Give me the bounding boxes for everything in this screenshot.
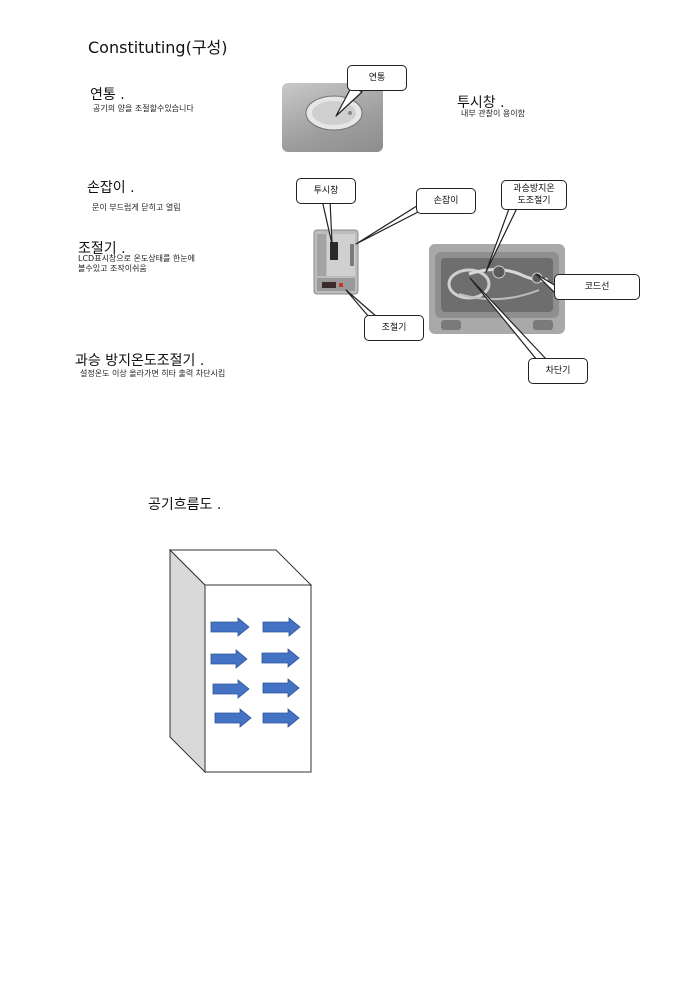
vent-photo <box>282 83 383 152</box>
airflow-arrows <box>210 617 301 728</box>
airflow-arrow <box>261 648 300 668</box>
controller-desc-1: LCD표시창으로 온도상태를 한눈에 <box>78 254 195 263</box>
cabinet-side-face <box>169 548 206 774</box>
airflow-arrow <box>210 617 250 637</box>
callout-overheat-line1: 과승방지온 <box>513 184 555 194</box>
overheat-desc: 설정온도 이상 올라가면 히타 출력 차단시킴 <box>80 369 226 378</box>
vent-heading: 연통 . <box>90 87 125 103</box>
callout-breaker: 차단기 <box>528 358 588 384</box>
airflow-arrow <box>262 708 300 728</box>
overheat-heading: 과승 방지온도조절기 . <box>75 353 205 369</box>
airflow-arrow <box>262 617 301 637</box>
callout-cord: 코드선 <box>554 274 640 300</box>
callout-window: 투시창 <box>296 178 356 204</box>
callout-controller: 조절기 <box>364 315 424 341</box>
callout-handle: 손잡이 <box>416 188 476 214</box>
airflow-arrow <box>262 678 300 698</box>
controller-desc-2: 볼수있고 조작이쉬움 <box>78 264 147 273</box>
controller-heading: 조절기 . <box>78 241 126 257</box>
handle-heading: 손잡이 . <box>87 180 135 196</box>
interior-photo <box>429 244 565 334</box>
airflow-arrow <box>214 708 252 728</box>
interior-wiring-icon <box>435 252 559 330</box>
callout-overheat: 과승방지온 도조절기 <box>501 180 567 210</box>
callout-overheat-line2: 도조절기 <box>517 196 551 206</box>
page-title: Constituting(구성) <box>88 38 228 57</box>
window-desc: 내부 관찰이 용이함 <box>461 109 525 118</box>
airflow-arrow <box>212 679 250 699</box>
cabinet-front-face <box>204 584 312 773</box>
callout-vent: 연통 <box>347 65 407 91</box>
vent-desc: 공기의 양을 조절할수있습니다 <box>93 104 194 113</box>
handle-desc: 문이 부드럽게 닫히고 열림 <box>92 203 181 212</box>
airflow-arrow <box>210 649 248 669</box>
airflow-title: 공기흐름도 . <box>148 497 222 513</box>
window-heading: 투시창 . <box>457 95 505 111</box>
